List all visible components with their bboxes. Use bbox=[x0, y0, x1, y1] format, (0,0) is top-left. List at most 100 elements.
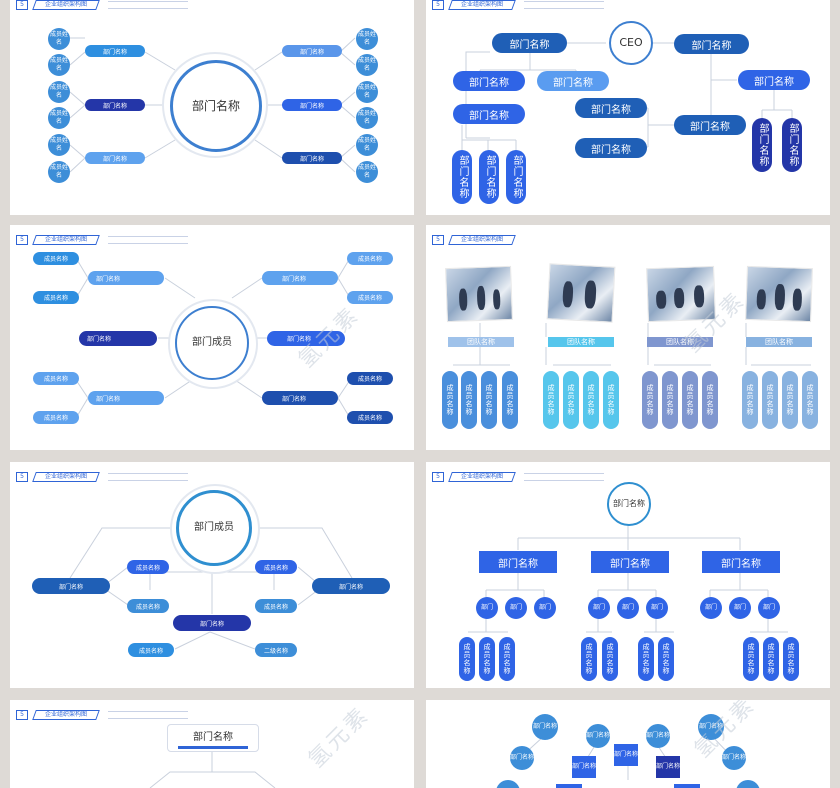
team-label[interactable]: 团队名称 bbox=[548, 337, 614, 347]
dept-circle[interactable]: 部门名称 bbox=[722, 746, 746, 770]
dept-square[interactable]: 部门名称 bbox=[656, 756, 680, 778]
dept-circle[interactable]: 部门名称 bbox=[646, 724, 670, 748]
member-vertical[interactable]: 成员名称 bbox=[502, 371, 518, 429]
dept-square[interactable] bbox=[556, 784, 582, 788]
member-circle[interactable]: 成员姓名 bbox=[48, 161, 70, 183]
member-vertical[interactable]: 成员名称 bbox=[499, 637, 515, 681]
dept-box[interactable]: 部门名称 bbox=[674, 115, 746, 135]
member-circle[interactable]: 成员姓名 bbox=[48, 107, 70, 129]
member-vertical[interactable]: 成员名称 bbox=[638, 637, 654, 681]
ceo-node[interactable]: CEO bbox=[609, 21, 653, 65]
member-circle[interactable]: 成员姓名 bbox=[356, 161, 378, 183]
member-vertical[interactable]: 成员名称 bbox=[581, 637, 597, 681]
member-pill[interactable]: 成员名称 bbox=[347, 372, 393, 385]
team-label[interactable]: 团队名称 bbox=[647, 337, 713, 347]
dept-box[interactable]: 部门名称 bbox=[591, 551, 669, 573]
dept-circle[interactable]: 部门名称 bbox=[532, 714, 558, 740]
dept-pill[interactable]: 部门名称 bbox=[88, 391, 164, 405]
member-circle[interactable]: 成员姓名 bbox=[356, 81, 378, 103]
member-pill[interactable]: 成员名称 bbox=[33, 411, 79, 424]
member-pill[interactable]: 成员名称 bbox=[33, 372, 79, 385]
member-circle[interactable]: 成员姓名 bbox=[356, 54, 378, 76]
member-vertical[interactable]: 成员名称 bbox=[743, 637, 759, 681]
dept-box[interactable]: 部门名称 bbox=[674, 34, 749, 54]
member-pill[interactable]: 成员名称 bbox=[255, 599, 297, 613]
member-pill[interactable]: 成员名称 bbox=[127, 599, 169, 613]
dept-square[interactable]: 部门名称 bbox=[614, 744, 638, 766]
member-vertical[interactable]: 成员名称 bbox=[662, 371, 678, 429]
dept-pill[interactable]: 部门名称 bbox=[267, 331, 345, 346]
member-vertical[interactable]: 成员名称 bbox=[742, 371, 758, 429]
dept-circle[interactable] bbox=[736, 780, 760, 788]
member-circle[interactable]: 成员姓名 bbox=[48, 54, 70, 76]
member-circle[interactable]: 成员姓名 bbox=[356, 107, 378, 129]
dept-pill[interactable]: 部门名称 bbox=[79, 331, 157, 346]
slide-4[interactable]: 5 企业组织架构图 团队名称 团队名称 团队名称 团队名称 成员名称 成员名称 … bbox=[426, 225, 830, 450]
dept-pill[interactable]: 部门名称 bbox=[85, 99, 145, 111]
dept-small-circle[interactable]: 部门 bbox=[646, 597, 668, 619]
dept-box[interactable]: 部门名称 bbox=[575, 98, 647, 118]
member-vertical[interactable]: 成员名称 bbox=[642, 371, 658, 429]
member-vertical[interactable]: 成员名称 bbox=[543, 371, 559, 429]
dept-pill[interactable]: 部门名称 bbox=[262, 271, 338, 285]
member-pill[interactable]: 成员名称 bbox=[347, 252, 393, 265]
dept-pill[interactable]: 部门名称 bbox=[282, 45, 342, 57]
dept-box[interactable]: 部门名称 bbox=[453, 104, 525, 124]
dept-square[interactable] bbox=[674, 784, 700, 788]
member-vertical[interactable]: 成员名称 bbox=[658, 637, 674, 681]
dept-square[interactable]: 部门名称 bbox=[572, 756, 596, 778]
member-pill[interactable]: 成员名称 bbox=[347, 411, 393, 424]
team-label[interactable]: 团队名称 bbox=[448, 337, 514, 347]
dept-pill[interactable]: 部门名称 bbox=[32, 578, 110, 594]
dept-vertical[interactable]: 部门名称 bbox=[452, 150, 472, 204]
dept-small-circle[interactable]: 部门 bbox=[758, 597, 780, 619]
dept-box[interactable]: 部门名称 bbox=[702, 551, 780, 573]
member-pill[interactable]: 成员名称 bbox=[33, 252, 79, 265]
team-label[interactable]: 团队名称 bbox=[746, 337, 812, 347]
dept-pill[interactable]: 部门名称 bbox=[85, 152, 145, 164]
member-vertical[interactable]: 成员名称 bbox=[481, 371, 497, 429]
member-pill[interactable]: 成员名称 bbox=[33, 291, 79, 304]
dept-box[interactable]: 部门名称 bbox=[479, 551, 557, 573]
dept-box[interactable]: 部门名称 bbox=[537, 71, 609, 91]
dept-card[interactable]: 部门名称 bbox=[167, 724, 259, 752]
slide-6[interactable]: 5 企业组织架构图 部门名称 部门名称 部门名称 部门名称 部门 部门 部门 部… bbox=[426, 462, 830, 688]
member-pill[interactable]: 成员名称 bbox=[127, 560, 169, 574]
dept-small-circle[interactable]: 部门 bbox=[505, 597, 527, 619]
dept-box[interactable]: 部门名称 bbox=[575, 138, 647, 158]
center-node[interactable]: 部门成员 bbox=[175, 306, 249, 380]
member-vertical[interactable]: 成员名称 bbox=[762, 371, 778, 429]
slide-2[interactable]: 5 企业组织架构图 部门名称 CEO 部门名称 部门名称 部门名称 部门名称 部… bbox=[426, 0, 830, 215]
dept-small-circle[interactable]: 部门 bbox=[729, 597, 751, 619]
dept-circle[interactable]: 部门名称 bbox=[586, 724, 610, 748]
dept-vertical[interactable]: 部门名称 bbox=[782, 118, 802, 172]
member-vertical[interactable]: 成员名称 bbox=[603, 371, 619, 429]
member-vertical[interactable]: 成员名称 bbox=[583, 371, 599, 429]
dept-box[interactable]: 部门名称 bbox=[492, 33, 567, 53]
dept-pill[interactable]: 部门名称 bbox=[85, 45, 145, 57]
dept-small-circle[interactable]: 部门 bbox=[588, 597, 610, 619]
member-vertical[interactable]: 成员名称 bbox=[783, 637, 799, 681]
member-circle[interactable]: 成员姓名 bbox=[48, 81, 70, 103]
dept-pill[interactable]: 部门名称 bbox=[262, 391, 338, 405]
dept-vertical[interactable]: 部门名称 bbox=[506, 150, 526, 204]
top-node[interactable]: 部门名称 bbox=[607, 482, 651, 526]
dept-circle[interactable]: 部门名称 bbox=[698, 714, 724, 740]
member-vertical[interactable]: 成员名称 bbox=[461, 371, 477, 429]
dept-small-circle[interactable]: 部门 bbox=[476, 597, 498, 619]
dept-circle[interactable] bbox=[496, 780, 520, 788]
dept-pill[interactable]: 部门名称 bbox=[88, 271, 164, 285]
member-circle[interactable]: 成员姓名 bbox=[356, 134, 378, 156]
dept-small-circle[interactable]: 部门 bbox=[617, 597, 639, 619]
second-level-pill[interactable]: 二级名称 bbox=[255, 643, 297, 657]
dept-pill[interactable]: 部门名称 bbox=[282, 99, 342, 111]
slide-8[interactable]: 部门名称 部门名称 部门名称 部门名称 部门名称 部门名称 部门名称 部门名称 … bbox=[426, 700, 830, 788]
slide-7[interactable]: 5 企业组织架构图 部门名称 氢元素 bbox=[10, 700, 414, 788]
dept-pill[interactable]: 部门名称 bbox=[282, 152, 342, 164]
dept-small-circle[interactable]: 部门 bbox=[534, 597, 556, 619]
dept-small-circle[interactable]: 部门 bbox=[700, 597, 722, 619]
dept-box[interactable]: 部门名称 bbox=[453, 71, 525, 91]
member-vertical[interactable]: 成员名称 bbox=[763, 637, 779, 681]
dept-vertical[interactable]: 部门名称 bbox=[752, 118, 772, 172]
center-node[interactable]: 部门名称 bbox=[170, 60, 262, 152]
